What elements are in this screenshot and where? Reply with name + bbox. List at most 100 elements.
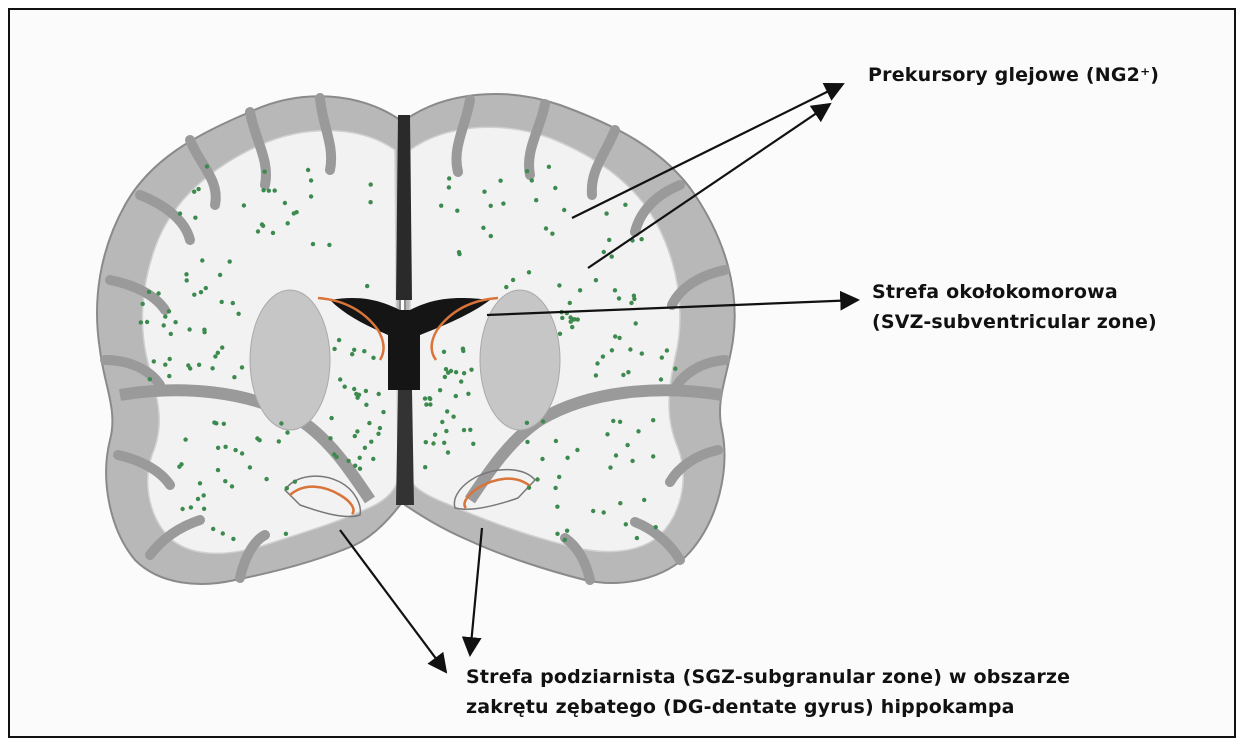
ng2-dot bbox=[327, 243, 331, 247]
ng2-dot bbox=[433, 433, 437, 437]
ng2-dot bbox=[377, 392, 381, 396]
ng2-dot bbox=[362, 349, 366, 353]
ng2-dot bbox=[614, 453, 618, 457]
ng2-dot bbox=[167, 309, 171, 313]
ng2-dot bbox=[553, 186, 557, 190]
ng2-dot bbox=[462, 428, 466, 432]
ng2-dot bbox=[285, 430, 289, 434]
ng2-dot bbox=[213, 354, 217, 358]
ng2-dot bbox=[371, 356, 375, 360]
ng2-dot bbox=[462, 371, 466, 375]
ng2-dot bbox=[576, 317, 580, 321]
label-glial-precursors: Prekursory glejowe (NG2⁺) bbox=[868, 60, 1159, 90]
ng2-dot bbox=[544, 226, 548, 230]
ng2-dot bbox=[547, 165, 551, 169]
ng2-dot bbox=[216, 351, 220, 355]
ng2-dot bbox=[242, 203, 246, 207]
ng2-dot bbox=[455, 209, 459, 213]
ng2-dot bbox=[220, 300, 224, 304]
ng2-dot bbox=[428, 402, 432, 406]
ng2-dot bbox=[188, 366, 192, 370]
ng2-dot bbox=[306, 168, 310, 172]
ng2-dot bbox=[498, 179, 502, 183]
ng2-dot bbox=[540, 457, 544, 461]
label-svz-line2: (SVZ-subventricular zone) bbox=[872, 307, 1157, 337]
ng2-dot bbox=[634, 321, 638, 325]
ng2-dot bbox=[665, 348, 669, 352]
ng2-dot bbox=[168, 357, 172, 361]
ng2-dot bbox=[169, 332, 173, 336]
ng2-dot bbox=[605, 432, 609, 436]
ng2-dot bbox=[223, 479, 227, 483]
ng2-dot bbox=[216, 468, 220, 472]
ng2-dot bbox=[184, 272, 188, 276]
ng2-dot bbox=[611, 419, 615, 423]
arrow-sgz-left bbox=[340, 530, 446, 672]
ng2-dot bbox=[626, 370, 630, 374]
ng2-dot bbox=[358, 467, 362, 471]
ng2-dot bbox=[256, 229, 260, 233]
ng2-dot bbox=[294, 210, 298, 214]
ng2-dot bbox=[617, 296, 621, 300]
ng2-dot bbox=[541, 419, 545, 423]
ng2-dot bbox=[260, 222, 264, 226]
ng2-dot bbox=[193, 216, 197, 220]
ng2-dot bbox=[198, 481, 202, 485]
ng2-dot bbox=[233, 448, 237, 452]
ng2-dot bbox=[214, 421, 218, 425]
ng2-dot bbox=[610, 348, 614, 352]
ng2-dot bbox=[355, 396, 359, 400]
ng2-dot bbox=[575, 448, 579, 452]
ng2-dot bbox=[202, 507, 206, 511]
ng2-dot bbox=[628, 347, 632, 351]
ng2-dot bbox=[613, 288, 617, 292]
ng2-dot bbox=[447, 185, 451, 189]
ng2-dot bbox=[527, 486, 531, 490]
ng2-dot bbox=[202, 330, 206, 334]
ng2-dot bbox=[264, 477, 268, 481]
ng2-dot bbox=[368, 200, 372, 204]
ng2-dot bbox=[555, 505, 559, 509]
ng2-dot bbox=[220, 345, 224, 349]
longitudinal-fissure bbox=[396, 115, 412, 300]
ng2-dot bbox=[173, 320, 177, 324]
ng2-dot bbox=[557, 475, 561, 479]
ng2-dot bbox=[381, 410, 385, 414]
ng2-dot bbox=[454, 394, 458, 398]
ng2-dot bbox=[625, 443, 629, 447]
ng2-dot bbox=[223, 445, 227, 449]
brain-section bbox=[97, 94, 735, 584]
ng2-dot bbox=[461, 349, 465, 353]
ng2-dot bbox=[196, 497, 200, 501]
ng2-dot bbox=[156, 291, 160, 295]
ng2-dot bbox=[257, 438, 261, 442]
ng2-dot bbox=[635, 536, 639, 540]
ng2-dot bbox=[309, 194, 313, 198]
ng2-dot bbox=[358, 456, 362, 460]
ng2-dot bbox=[595, 361, 599, 365]
ng2-dot bbox=[565, 529, 569, 533]
ng2-dot bbox=[286, 221, 290, 225]
ng2-dot bbox=[338, 377, 342, 381]
ng2-dot bbox=[642, 498, 646, 502]
ng2-dot bbox=[311, 242, 315, 246]
ng2-dot bbox=[210, 366, 214, 370]
ng2-dot bbox=[457, 250, 461, 254]
ng2-dot bbox=[482, 190, 486, 194]
ng2-dot bbox=[623, 203, 627, 207]
ng2-dot bbox=[163, 363, 167, 367]
ng2-dot bbox=[444, 367, 448, 371]
ng2-dot bbox=[617, 336, 621, 340]
ng2-dot bbox=[444, 429, 448, 433]
label-svz: Strefa okołokomorowa (SVZ-subventricular… bbox=[872, 277, 1157, 337]
ng2-dot bbox=[601, 354, 605, 358]
ng2-dot bbox=[232, 375, 236, 379]
ng2-dot bbox=[185, 278, 189, 282]
ng2-dot bbox=[481, 226, 485, 230]
ng2-dot bbox=[363, 446, 367, 450]
ng2-dot bbox=[355, 429, 359, 433]
third-ventricle bbox=[396, 390, 414, 505]
ng2-dot bbox=[221, 531, 225, 535]
ng2-dot bbox=[279, 421, 283, 425]
